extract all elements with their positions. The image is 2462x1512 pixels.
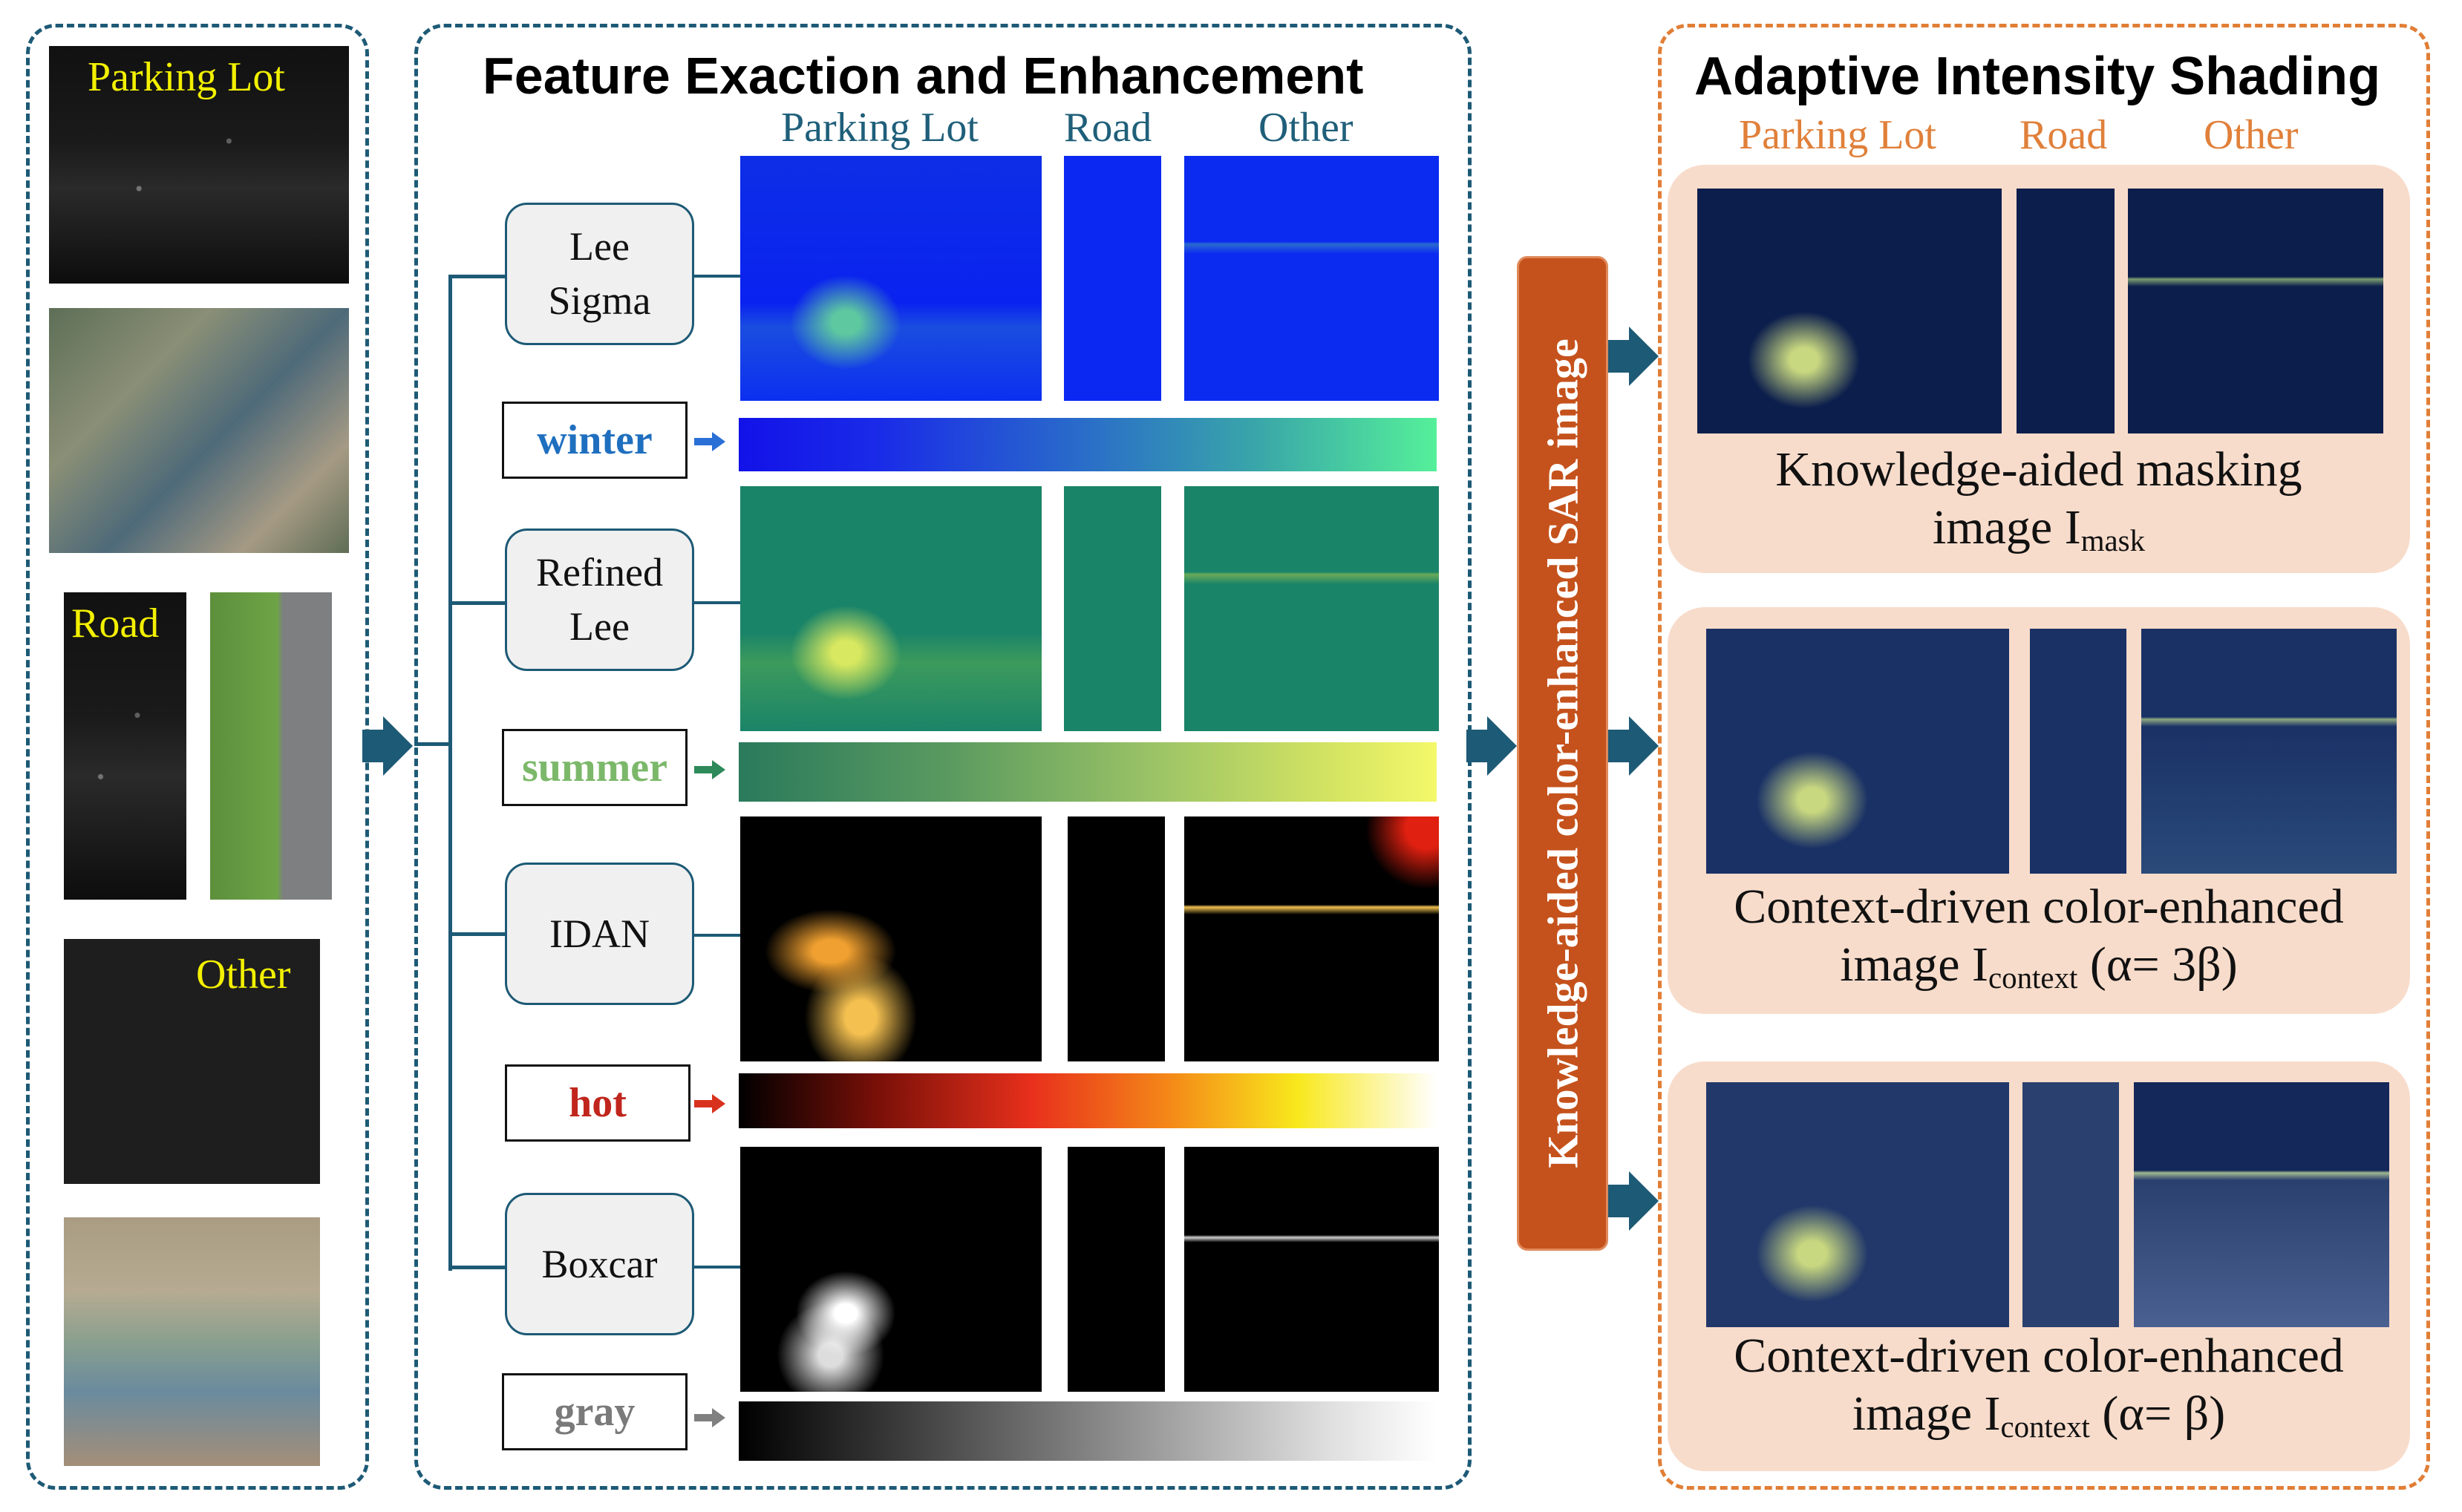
- road-label: Road: [71, 600, 160, 647]
- masking-caption-line1: Knowledge-aided masking: [1775, 442, 2302, 497]
- feature-extraction-title: Feature Exaction and Enhancement: [483, 47, 1364, 105]
- context-3beta-road-image: [2030, 629, 2126, 874]
- context-beta-caption-alpha: (α= β): [2089, 1386, 2226, 1441]
- colormap-hot-label: hot: [505, 1064, 690, 1142]
- context-beta-caption-line2: image I: [1852, 1386, 2001, 1441]
- arrow-icon: [694, 432, 725, 451]
- right-arrow-icon: [1608, 1171, 1659, 1231]
- context-beta-caption: Context-driven color-enhanced image Icon…: [1668, 1327, 2410, 1445]
- parking-lot-label: Parking Lot: [88, 54, 285, 100]
- filter-refined-lee-line1: Refined: [536, 550, 663, 595]
- output-column-label-parking-lot: Parking Lot: [1739, 112, 1936, 158]
- other-sar-image: Other: [64, 939, 320, 1184]
- column-label-other: Other: [1258, 105, 1354, 151]
- connector-vertical: [448, 275, 452, 1271]
- boxcar-road-image: [1068, 1147, 1165, 1392]
- context-beta-other-image: [2134, 1082, 2389, 1327]
- adaptive-shading-panel: [1658, 24, 2430, 1490]
- context-beta-caption-sub: context: [2000, 1410, 2090, 1444]
- right-arrow-icon: [1608, 716, 1659, 776]
- road-optical-image: [210, 592, 332, 900]
- context-3beta-caption: Context-driven color-enhanced image Icon…: [1668, 878, 2410, 996]
- right-arrow-icon: [1608, 327, 1659, 386]
- filter-boxcar: Boxcar: [505, 1193, 694, 1335]
- masking-caption-sub: mask: [2080, 524, 2146, 558]
- refined-lee-road-image: [1064, 486, 1161, 731]
- idan-other-image: [1184, 816, 1439, 1061]
- boxcar-parking-lot-image: [740, 1147, 1042, 1392]
- connector-branch-3: [448, 932, 505, 936]
- masking-other-image: [2128, 189, 2383, 433]
- column-label-road: Road: [1064, 105, 1152, 151]
- colormap-summer-label: summer: [502, 729, 688, 806]
- context-3beta-caption-line2: image I: [1840, 937, 1988, 992]
- context-3beta-caption-line1: Context-driven color-enhanced: [1734, 880, 2344, 934]
- context-beta-road-image: [2022, 1082, 2119, 1327]
- context-beta-parking-lot-image: [1706, 1082, 2009, 1327]
- adaptive-shading-title: Adaptive Intensity Shading: [1694, 47, 2381, 106]
- other-optical-image: [64, 1217, 320, 1466]
- colormap-gray-text: gray: [554, 1389, 636, 1435]
- filter-boxcar-label: Boxcar: [541, 1241, 658, 1286]
- color-enhanced-sar-bar: Knowledge-aided color-enhanced SAR image: [1517, 256, 1608, 1251]
- colormap-hot-text: hot: [569, 1080, 627, 1126]
- filter-idan: IDAN: [505, 863, 694, 1005]
- connector-refined-lee: [694, 601, 740, 604]
- connector-branch-2: [448, 601, 505, 605]
- hot-colorbar: [739, 1073, 1437, 1128]
- filter-lee-sigma-line2: Sigma: [548, 278, 651, 323]
- connector-input: [414, 742, 451, 746]
- connector-idan: [694, 934, 740, 937]
- parking-lot-sar-image: Parking Lot: [49, 46, 349, 284]
- output-column-label-other: Other: [2204, 112, 2299, 158]
- right-arrow-icon: [362, 716, 413, 776]
- connector-branch-4: [448, 1266, 505, 1269]
- filter-lee-sigma-line1: Lee: [569, 224, 630, 269]
- arrow-icon: [694, 760, 725, 779]
- masking-road-image: [2017, 189, 2115, 433]
- colormap-winter-text: winter: [537, 417, 653, 463]
- road-sar-image: Road: [64, 592, 186, 900]
- connector-boxcar: [694, 1266, 740, 1269]
- refined-lee-other-image: [1184, 486, 1439, 731]
- summer-colorbar: [739, 742, 1437, 802]
- arrow-icon: [694, 1094, 725, 1113]
- idan-parking-lot-image: [740, 816, 1042, 1061]
- parking-lot-optical-image: [49, 308, 349, 553]
- colormap-gray-label: gray: [502, 1373, 688, 1450]
- masking-parking-lot-image: [1697, 189, 2002, 433]
- connector-branch-1: [448, 275, 505, 278]
- context-3beta-parking-lot-image: [1706, 629, 2009, 874]
- context-3beta-caption-sub: context: [1988, 961, 2078, 995]
- lee-sigma-parking-lot-image: [740, 156, 1042, 401]
- gray-colorbar: [739, 1401, 1437, 1461]
- other-label: Other: [196, 952, 291, 998]
- winter-colorbar: [739, 418, 1437, 471]
- context-beta-caption-line1: Context-driven color-enhanced: [1734, 1329, 2344, 1383]
- arrow-icon: [694, 1408, 725, 1427]
- context-3beta-other-image: [2141, 629, 2397, 874]
- filter-idan-label: IDAN: [549, 911, 650, 956]
- idan-road-image: [1068, 816, 1165, 1061]
- output-column-label-road: Road: [2019, 112, 2108, 158]
- lee-sigma-road-image: [1064, 156, 1161, 401]
- masking-caption-line2: image I: [1932, 500, 2081, 554]
- masking-output-caption: Knowledge-aided masking image Imask: [1668, 441, 2410, 559]
- column-label-parking-lot: Parking Lot: [781, 105, 979, 151]
- colormap-summer-text: summer: [522, 744, 667, 791]
- color-enhanced-sar-label: Knowledge-aided color-enhanced SAR image: [1538, 338, 1587, 1168]
- colormap-winter-label: winter: [502, 402, 688, 479]
- filter-refined-lee-line2: Lee: [569, 604, 630, 649]
- right-arrow-icon: [1466, 716, 1517, 776]
- refined-lee-parking-lot-image: [740, 486, 1042, 731]
- connector-lee-sigma: [694, 275, 740, 278]
- boxcar-other-image: [1184, 1147, 1439, 1392]
- context-3beta-caption-alpha: (α= 3β): [2077, 937, 2238, 992]
- lee-sigma-other-image: [1184, 156, 1439, 401]
